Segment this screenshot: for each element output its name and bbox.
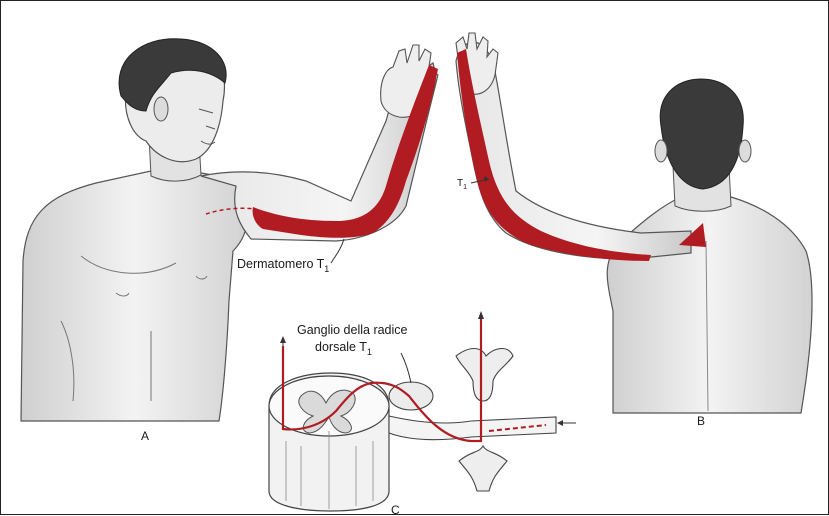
torso-back bbox=[607, 197, 812, 413]
panel-label-a: A bbox=[141, 429, 149, 443]
ear-front bbox=[154, 97, 168, 121]
figure-b-back-view: T1 B bbox=[456, 33, 812, 428]
ear-back-left bbox=[655, 140, 667, 162]
panel-label-c: C bbox=[391, 503, 400, 516]
arrowhead-nerve-in bbox=[557, 420, 563, 426]
ganglion-label-line2: dorsale T1 bbox=[315, 340, 372, 357]
dermatome-label: Dermatomero T1 bbox=[237, 257, 329, 274]
sympathetic-ganglion-upper bbox=[456, 349, 513, 402]
ganglion-label-line1: Ganglio della radice bbox=[297, 323, 408, 337]
sympathetic-ganglion-lower bbox=[459, 446, 507, 491]
ear-back-right bbox=[739, 140, 751, 162]
spinal-nerve bbox=[389, 416, 556, 440]
head-back bbox=[660, 79, 743, 189]
t1-back-label: T1 bbox=[457, 178, 467, 191]
panel-label-b: B bbox=[697, 414, 705, 428]
arrowhead-up-left bbox=[280, 336, 286, 343]
ganglion-leader-line bbox=[401, 353, 411, 383]
arrowhead-up-right bbox=[478, 311, 484, 319]
torso-front bbox=[21, 170, 248, 421]
dermatome-leader-line bbox=[331, 239, 344, 263]
figure-c-spinal-cord: Ganglio della radice dorsale T1 C bbox=[269, 311, 576, 516]
